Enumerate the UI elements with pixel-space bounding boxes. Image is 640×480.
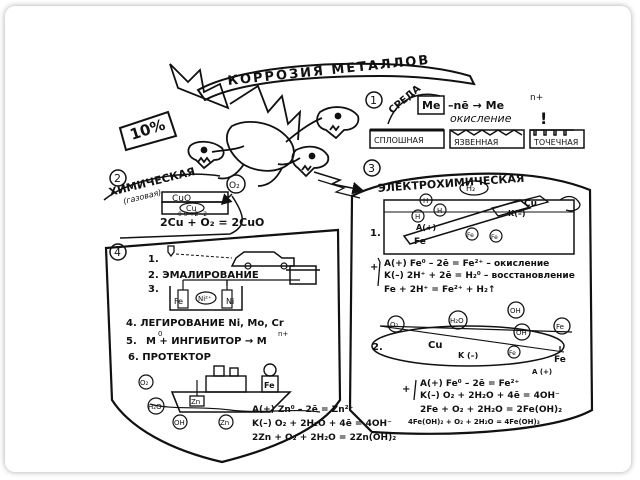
ship-zn: Zn <box>191 398 200 406</box>
diag1-h-c: H <box>437 207 442 215</box>
section-3-number: 3 <box>368 162 375 175</box>
item-5-charge: n+ <box>278 330 288 338</box>
ship-h2o: H₂O <box>148 403 162 411</box>
electrochem-eq-1c: Fe + 2H⁺ = Fe²⁺ + H₂↑ <box>384 285 495 295</box>
item-4-alloying: 4. ЛЕГИРОВАНИЕ Ni, Mo, Cr <box>126 318 284 329</box>
diag1-h-b: H <box>415 213 420 221</box>
electrochem-eq-2c: 2Fe + O₂ + 2H₂O = 2Fe(OH)₂ <box>420 405 562 415</box>
diag2-o2: O₂ <box>390 321 399 329</box>
section-4-number: 4 <box>114 246 121 259</box>
exclaim-mark: ! <box>540 109 547 128</box>
protector-eq-2: K(–) O₂ + 2H₂O + 4ē = 4OH⁻ <box>252 419 392 429</box>
diag1-fe: Fe <box>414 237 426 247</box>
ship-zn-ion: Zn <box>220 419 229 427</box>
section-1-corrosion-types: 1 СРЕДА Me –nē → Me n+ окисление ! СПЛОШ… <box>365 83 585 149</box>
diag1-h2: H₂ <box>466 184 475 193</box>
diag1-cu: Cu <box>524 199 537 209</box>
oxidation-reaction: –nē → Me <box>448 99 504 112</box>
me-label: Me <box>422 99 440 112</box>
percent-badge: 10% <box>118 110 178 152</box>
eq1-plus: + <box>370 262 378 273</box>
type-ulcer: ЯЗВЕННАЯ <box>454 138 498 147</box>
diag2-fe: Fe <box>554 355 566 365</box>
eq2-plus: + <box>402 384 410 395</box>
diag2-oh-b: OH <box>516 329 527 337</box>
title-text: КОРРОЗИЯ МЕТАЛЛОВ <box>227 53 431 89</box>
ship-oh: OH <box>174 419 185 427</box>
cu-label: Cu <box>186 204 197 213</box>
electrochem-eq-2d: 4Fe(OH)₂ + O₂ + 2H₂O = 4Fe(OH)₃ <box>408 418 540 426</box>
item-2-enamel: 2. ЭМАЛИРОВАНИЕ <box>148 270 259 281</box>
diag1-fe-ion: Fe <box>467 232 474 239</box>
section-2-chemical: 2 ХИМИЧЕСКАЯ (газовая) O₂ CuO Cu 0 0 +2 … <box>103 165 264 239</box>
plating-fe: Fe <box>174 297 183 306</box>
diag2-fe-ion: Fe <box>556 323 564 331</box>
item-5-zero: 0 <box>158 330 162 338</box>
item-3: 3. <box>148 284 159 295</box>
slide-card <box>5 6 631 472</box>
diag1-fe-ion-2: Fe <box>491 234 498 241</box>
electrochem-eq-1a: A(+) Fe⁰ – 2ē = Fe²⁺ – окисление <box>384 259 549 269</box>
chem-o2: O₂ <box>229 181 240 191</box>
diag2-cu: Cu <box>428 340 442 351</box>
diag2-fe-ion-2: Fe <box>509 350 516 357</box>
charges-label: 0 0 +2 –2 <box>178 211 207 218</box>
type-uniform: СПЛОШНАЯ <box>374 136 424 145</box>
diagram-1-label: 1. <box>370 228 381 239</box>
diag2-h2o: H₂O <box>450 317 464 325</box>
section-4-protection: 4 1. 2. ЭМАЛИРОВАНИЕ 3. Fe Ni Ni²⁺ <box>104 228 396 464</box>
cuo-label: CuO <box>172 194 191 204</box>
diag2-a: A (+) <box>532 368 552 376</box>
diag1-k: K(–) <box>508 209 526 218</box>
electrochem-eq-1b: K(–) 2H⁺ + 2ē = H₂⁰ – восстановление <box>384 271 575 281</box>
item-6-protector: 6. ПРОТЕКТОР <box>128 352 211 363</box>
protector-eq-3: 2Zn + O₂ + 2H₂O = 2Zn(OH)₂ <box>252 433 396 443</box>
electrochem-eq-2a: A(+) Fe⁰ – 2ē = Fe²⁺ <box>420 379 519 389</box>
electrochem-eq-2b: K(–) O₂ + 2H₂O + 4ē = 4OH⁻ <box>420 391 560 401</box>
item-5-number: 5. <box>126 336 137 347</box>
title-banner: КОРРОЗИЯ МЕТАЛЛОВ <box>196 53 476 102</box>
plating-ni-ion: Ni²⁺ <box>198 295 212 303</box>
chem-equation: 2Cu + O₂ = 2CuO <box>160 216 264 229</box>
dragon-illustration <box>169 63 360 187</box>
oxidation-label: окисление <box>450 112 512 125</box>
section-3-electrochemical: 3 ЭЛЕКТРОХИМИЧЕСКАЯ 1. H₂ H H H Cu K(–) … <box>313 159 594 435</box>
type-pitting: ТОЧЕЧНАЯ <box>533 138 578 147</box>
me-charge: n+ <box>530 93 543 103</box>
diag1-h-a: H <box>423 197 428 205</box>
section-2-number: 2 <box>114 172 121 185</box>
plating-ni: Ni <box>226 297 234 306</box>
ship-o2: O₂ <box>140 379 149 387</box>
diag1-a: A(+) <box>416 223 436 232</box>
diagram-2-label: 2. <box>372 342 383 353</box>
protector-eq-1: A(+) Zn⁰ – 2ē = Zn²⁺ <box>252 405 354 415</box>
item-5-inhibitor: M + ИНГИБИТОР → M <box>146 336 267 347</box>
diag2-k: K (–) <box>458 351 478 360</box>
section-1-number: 1 <box>370 94 377 107</box>
diag2-oh-a: OH <box>510 307 521 315</box>
item-1: 1. <box>148 254 159 265</box>
ship-fe: Fe <box>264 381 275 390</box>
